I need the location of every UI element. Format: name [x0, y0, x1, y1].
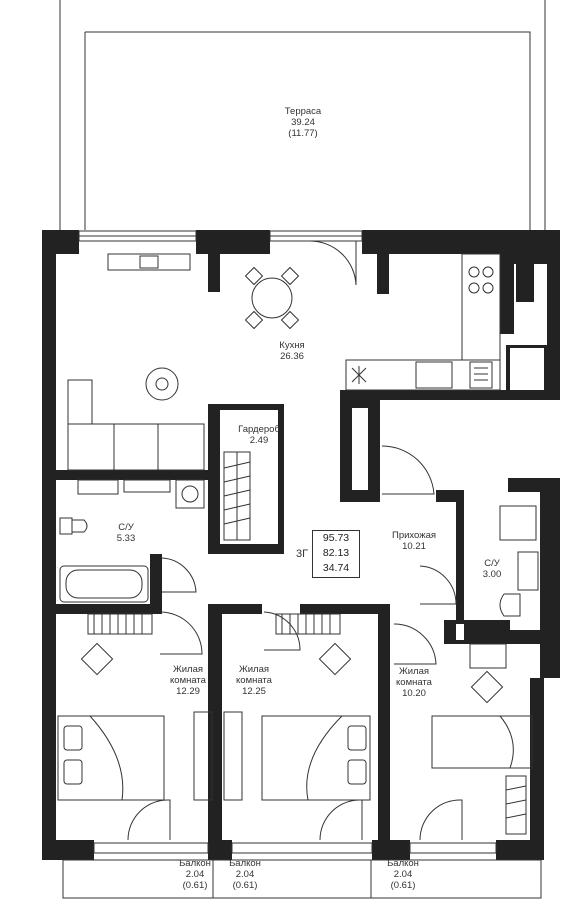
windows: [78, 230, 497, 854]
balcony1-sub: (0.61): [182, 880, 208, 891]
wardrobe-name: Гардероб: [238, 424, 280, 435]
balcony3-name: Балкон: [387, 858, 419, 869]
balcony1-label: Балкон 2.04 (0.61): [172, 858, 218, 891]
balconies: [62, 859, 542, 899]
kitchen-area: 26.36: [280, 351, 304, 362]
living2-name2: комната: [236, 675, 272, 686]
terrace: [59, 0, 546, 230]
bath2-area: 3.00: [482, 569, 502, 580]
balcony2-label: Балкон 2.04 (0.61): [222, 858, 268, 891]
wardrobe-area: 2.49: [249, 435, 269, 446]
living2-label: Жилая комната 12.25: [226, 664, 282, 697]
hall-area: 10.21: [402, 541, 426, 552]
living3-area: 10.20: [402, 688, 426, 699]
living-total-area: 82.13: [322, 547, 350, 559]
balcony3-sub: (0.61): [390, 880, 416, 891]
living3-label: Жилая комната 10.20: [386, 666, 442, 699]
living1-name1: Жилая: [172, 664, 204, 675]
living1-area: 12.29: [176, 686, 200, 697]
wardrobe-label: Гардероб 2.49: [228, 424, 290, 446]
balcony1-name: Балкон: [179, 858, 211, 869]
walls: [42, 230, 560, 860]
apartment-code: 3Г: [296, 548, 309, 560]
living3-name1: Жилая: [398, 666, 430, 677]
bath2-label: С/У 3.00: [472, 558, 512, 580]
bedroom-furniture: [57, 613, 533, 835]
terrace-area: 39.24: [291, 117, 315, 128]
bath1-area: 5.33: [116, 533, 136, 544]
wardrobe-rails: [223, 451, 251, 541]
hall-label: Прихожая 10.21: [384, 530, 444, 552]
terrace-label: Терраса 39.24 (11.77): [270, 106, 336, 139]
bath1-label: С/У 5.33: [106, 522, 146, 544]
balcony3-label: Балкон 2.04 (0.61): [380, 858, 426, 891]
kitchen-name: Кухня: [279, 340, 305, 351]
balcony2-sub: (0.61): [232, 880, 258, 891]
living2-name1: Жилая: [238, 664, 270, 675]
balcony3-area: 2.04: [393, 869, 413, 880]
balcony1-area: 2.04: [185, 869, 205, 880]
hall-name: Прихожая: [391, 530, 437, 541]
living3-name2: комната: [396, 677, 432, 688]
bath1-fixtures: [59, 479, 205, 603]
total-area: 95.73: [322, 532, 350, 544]
bath2-name: С/У: [484, 558, 500, 569]
kitchen-furniture: [67, 253, 501, 471]
terrace-sub: (11.77): [288, 128, 318, 139]
kitchen-label: Кухня 26.36: [262, 340, 322, 362]
apartment-summary: 3Г 95.73 82.13 34.74: [294, 530, 364, 578]
living2-area: 12.25: [242, 686, 266, 697]
living1-label: Жилая комната 12.29: [160, 664, 216, 697]
balcony2-name: Балкон: [229, 858, 261, 869]
bath1-name: С/У: [118, 522, 134, 533]
living1-name2: комната: [170, 675, 206, 686]
bath2-fixtures: [499, 505, 539, 617]
balcony2-area: 2.04: [235, 869, 255, 880]
area-summary-box: 95.73 82.13 34.74: [312, 530, 360, 578]
third-area: 34.74: [322, 562, 350, 574]
terrace-name: Терраса: [284, 106, 322, 117]
